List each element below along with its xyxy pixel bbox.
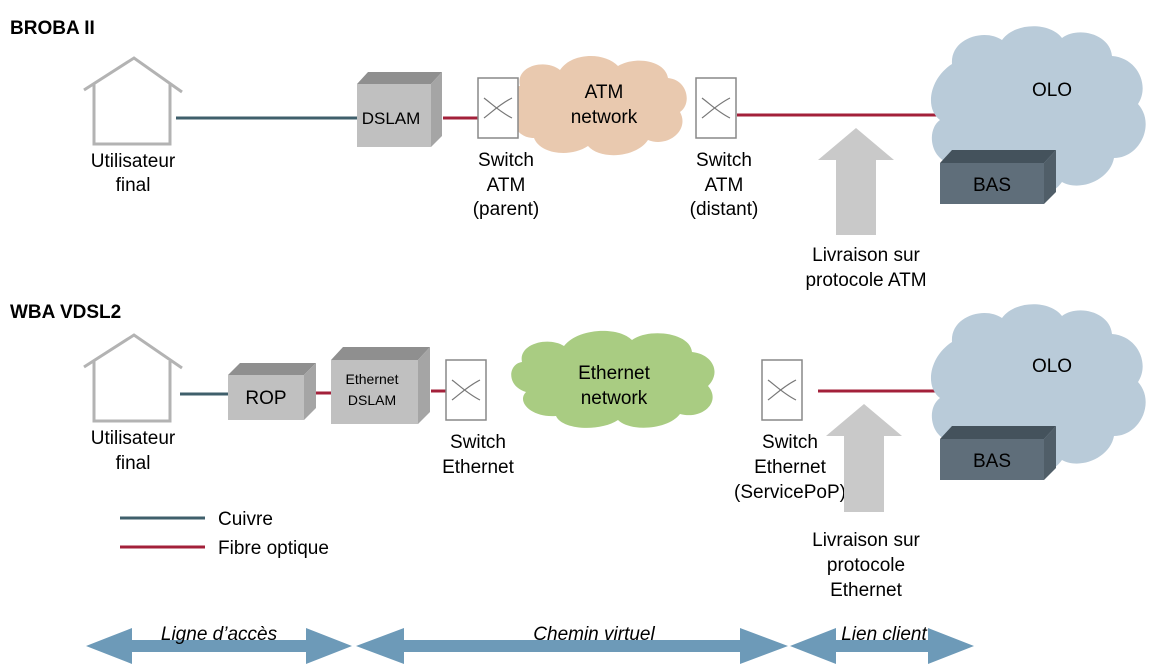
ethernet-cloud <box>511 330 715 428</box>
eth-dslam-label-1: Ethernet <box>346 371 399 387</box>
broba-dslam-label: DSLAM <box>362 109 421 128</box>
eth-cloud-label-1: Ethernet <box>578 363 651 384</box>
switch-distant-label-2: ATM <box>705 175 744 196</box>
rop-label: ROP <box>245 388 286 409</box>
switch-servicepop-icon <box>761 359 803 421</box>
switch-eth-label-1: Switch <box>450 432 506 453</box>
olo-label-bottom: OLO <box>1032 356 1072 377</box>
delivery-arrow-top <box>818 128 894 235</box>
legend-copper-label: Cuivre <box>218 509 273 530</box>
switch-distant-label-1: Switch <box>696 150 752 171</box>
segment-virtual-label: Chemin virtuel <box>533 624 655 645</box>
delivery-bottom-1: Livraison sur <box>812 530 920 551</box>
delivery-top-2: protocole ATM <box>805 270 926 291</box>
delivery-bottom-2: protocole <box>827 555 905 576</box>
switch-atm-distant-icon <box>695 77 737 139</box>
delivery-bottom-3: Ethernet <box>830 580 903 601</box>
ethernet-dslam-box <box>331 347 430 424</box>
wba-title: WBA VDSL2 <box>10 302 121 323</box>
olo-label-top: OLO <box>1032 80 1072 101</box>
eth-cloud-label-2: network <box>581 388 648 409</box>
segment-access-label: Ligne d’accès <box>161 624 278 645</box>
wba-user-label-1: Utilisateur <box>91 428 176 449</box>
switch-atm-parent-icon <box>477 77 519 139</box>
broba-dslam-box <box>357 72 442 147</box>
house-icon-2 <box>83 333 183 423</box>
broba-title: BROBA II <box>10 18 95 39</box>
access-line-arrow <box>86 628 352 664</box>
wba-user-label-2: final <box>116 453 151 474</box>
eth-dslam-label-2: DSLAM <box>348 392 396 408</box>
bas-label-top: BAS <box>973 175 1011 196</box>
legend-fiber-label: Fibre optique <box>218 538 329 559</box>
switch-parent-label-1: Switch <box>478 150 534 171</box>
broba-user-label-2: final <box>116 175 151 196</box>
delivery-top-1: Livraison sur <box>812 245 920 266</box>
broba-user-label-1: Utilisateur <box>91 151 176 172</box>
atm-cloud-label-1: ATM <box>585 82 624 103</box>
bas-box-top <box>940 150 1056 204</box>
atm-cloud <box>509 55 687 156</box>
switch-ethernet-icon <box>445 359 487 421</box>
segment-client-label: Lien client <box>841 624 927 645</box>
client-link-arrow <box>790 628 974 664</box>
virtual-path-arrow <box>356 628 788 664</box>
bas-box-bottom <box>940 426 1056 480</box>
house-icon <box>83 56 183 146</box>
switch-service-label-2: Ethernet <box>754 457 827 478</box>
switch-parent-label-3: (parent) <box>473 199 540 220</box>
switch-service-label-1: Switch <box>762 432 818 453</box>
atm-cloud-label-2: network <box>571 107 638 128</box>
delivery-arrow-bottom <box>826 404 902 512</box>
bas-label-bottom: BAS <box>973 451 1011 472</box>
rop-box <box>228 363 316 420</box>
switch-service-label-3: (ServicePoP) <box>734 482 846 503</box>
switch-eth-label-2: Ethernet <box>442 457 515 478</box>
switch-distant-label-3: (distant) <box>690 199 759 220</box>
switch-parent-label-2: ATM <box>487 175 526 196</box>
